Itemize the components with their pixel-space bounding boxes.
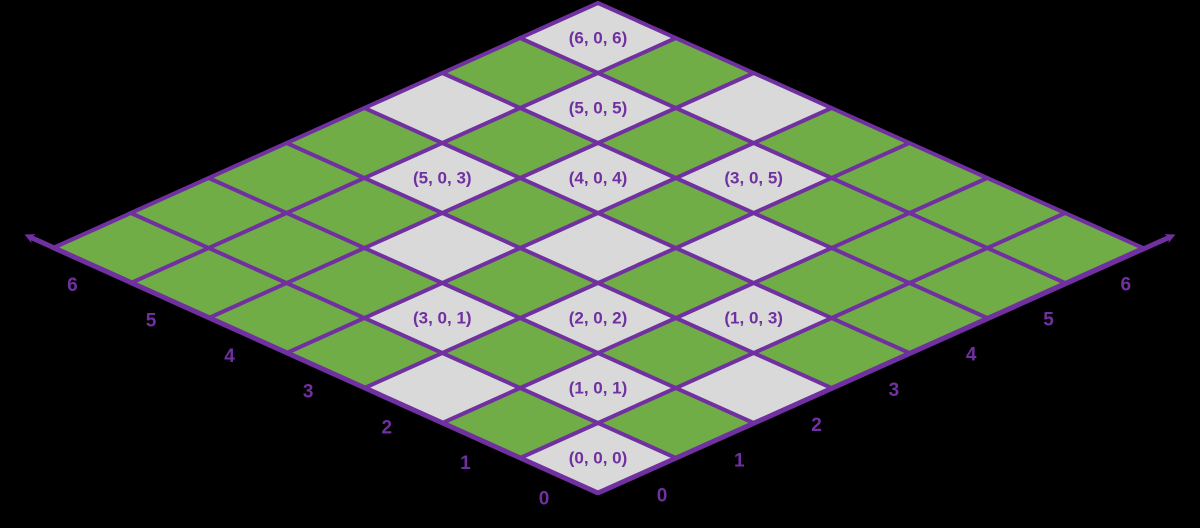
grid-line — [128, 36, 678, 285]
left-axis-tick-label: 2 — [382, 417, 393, 438]
right-axis-tick-label: 6 — [1121, 274, 1132, 295]
grid-line — [284, 141, 834, 390]
right-axis-tick-label: 4 — [966, 345, 977, 366]
left-axis-arrow — [24, 234, 600, 496]
cell-coordinate-label: (0, 0, 0) — [569, 449, 628, 468]
right-axis-tick-label: 3 — [889, 380, 900, 401]
grid-line — [518, 36, 1068, 285]
cell-coordinate-label: (5, 0, 3) — [413, 169, 472, 188]
labels-layer: 0 1 2 3 4 5 6 0 1 2 3 4 5 6 (0, 0, 0) (1, 0, 1) (2, 0, 2… — [67, 29, 1131, 510]
grid-line — [51, 1, 600, 250]
grid-line — [128, 211, 678, 460]
grid-line — [440, 176, 990, 425]
left-axis-tick-label: 3 — [303, 382, 314, 403]
right-axis-tick-label: 5 — [1043, 310, 1054, 331]
grid-line — [206, 176, 756, 425]
grid-line — [284, 106, 834, 355]
left-axis-tick-label: 5 — [146, 311, 157, 332]
grid-line — [440, 71, 990, 320]
cell-coordinate-label: (2, 0, 2) — [569, 309, 628, 328]
cells-layer — [53, 3, 1143, 493]
cell-coordinate-label: (4, 0, 4) — [569, 169, 628, 188]
cell-coordinate-label: (3, 0, 1) — [413, 309, 472, 328]
left-axis-tick-label: 6 — [67, 275, 78, 296]
grid-line — [206, 71, 756, 320]
grid-cell — [909, 248, 1066, 318]
right-axis-tick-label: 1 — [734, 450, 745, 471]
grid-lines — [51, 1, 1145, 495]
left-axis-tick-label: 1 — [460, 453, 471, 474]
grid-line — [362, 106, 912, 355]
grid-line — [596, 1, 1145, 250]
cell-coordinate-label: (5, 0, 5) — [569, 99, 628, 118]
cell-coordinate-label: (1, 0, 3) — [724, 309, 783, 328]
grid-line — [362, 141, 912, 390]
cell-coordinate-label: (6, 0, 6) — [569, 29, 628, 48]
cell-coordinate-label: (1, 0, 1) — [569, 379, 628, 398]
grid-cell — [909, 178, 1066, 248]
right-axis-tick-label: 0 — [657, 486, 668, 507]
grid-line — [518, 211, 1068, 460]
cell-coordinate-label: (3, 0, 5) — [724, 169, 783, 188]
left-axis-tick-label: 4 — [224, 346, 235, 367]
right-axis-tick-label: 2 — [811, 415, 822, 436]
right-axis-arrow — [596, 234, 1176, 496]
left-axis-tick-label: 0 — [539, 489, 550, 510]
axes-layer — [24, 234, 1176, 496]
